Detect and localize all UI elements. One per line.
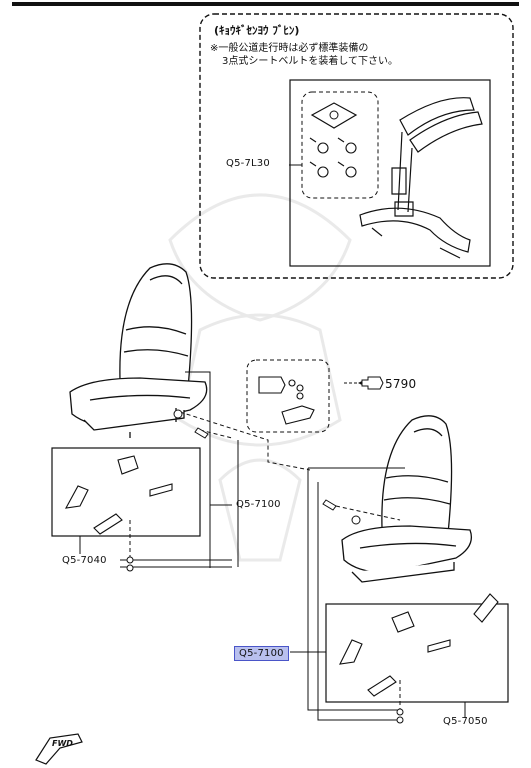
part-label-highlighted[interactable]: Q5-7100 xyxy=(234,646,289,661)
part-label-buckle[interactable]: 5790 xyxy=(385,377,417,391)
racing-parts-title: (ｷｮｳｷﾞｾﾝﾖｳ ﾌﾞﾋﾝ) xyxy=(214,24,300,37)
racing-harness-illustration xyxy=(359,97,483,259)
left-bracket-box xyxy=(51,447,201,537)
racing-parts-box xyxy=(199,13,514,279)
buckle-group-box xyxy=(246,359,330,433)
harness-warning-line1: ※一般公道走行時は必ず標準装備の xyxy=(210,43,369,54)
anchor-plate xyxy=(310,102,358,129)
part-label-right-bracket[interactable]: Q5-7050 xyxy=(443,716,488,727)
buckle-icon xyxy=(361,376,384,390)
buckle-parts xyxy=(258,376,315,425)
left-bolt xyxy=(173,409,183,419)
left-seat-illustration xyxy=(69,263,208,438)
left-bracket-parts xyxy=(64,455,173,535)
header-rule xyxy=(12,2,519,6)
harness-warning-line2: 3点式シートベルトを装着して下さい。 xyxy=(222,56,399,67)
harness-kit-frame xyxy=(289,79,491,267)
harness-hardware-group xyxy=(301,91,379,199)
part-label-harness[interactable]: Q5-7L30 xyxy=(226,158,270,169)
part-label-left-bracket[interactable]: Q5-7040 xyxy=(62,555,107,566)
right-bracket-box xyxy=(325,603,509,703)
harness-bolts xyxy=(309,137,357,178)
part-label-adjuster[interactable]: Q5-7100 xyxy=(236,499,281,510)
right-bolt xyxy=(351,515,361,525)
right-bracket-parts xyxy=(339,593,499,697)
right-seat-illustration xyxy=(341,415,473,583)
fwd-label: FWD xyxy=(52,739,73,748)
fwd-arrow-icon xyxy=(35,733,83,765)
samurai-helmet-watermark xyxy=(168,193,352,562)
